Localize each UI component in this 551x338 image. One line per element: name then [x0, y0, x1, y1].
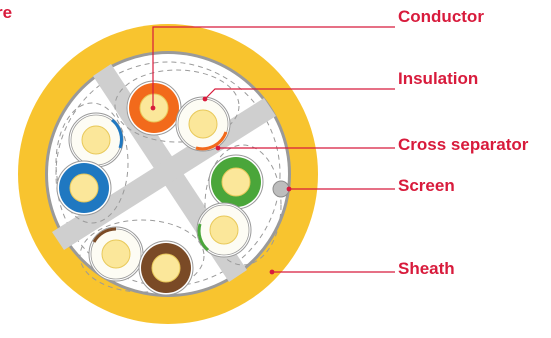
label-conductor: Conductor — [398, 7, 484, 26]
wire-green-solid — [208, 154, 264, 210]
wire-brown-stripe — [88, 226, 144, 282]
wire-blue-solid — [56, 160, 112, 216]
label-sheath: Sheath — [398, 259, 455, 278]
label-cut-left: re — [0, 3, 12, 22]
leader-lines — [152, 26, 395, 273]
leader-dots — [150, 96, 292, 275]
label-screen: Screen — [398, 176, 455, 195]
wire-brown-solid — [138, 240, 194, 296]
leader-insulation — [204, 88, 395, 100]
wire-blue-stripe — [68, 112, 124, 168]
wire-green-stripe — [196, 202, 252, 258]
label-insulation: Insulation — [398, 69, 478, 88]
pair-outlines — [55, 69, 282, 293]
leader-conductor — [152, 26, 395, 108]
label-cross-separator: Cross separator — [398, 135, 529, 154]
wire-orange-stripe — [175, 96, 231, 152]
